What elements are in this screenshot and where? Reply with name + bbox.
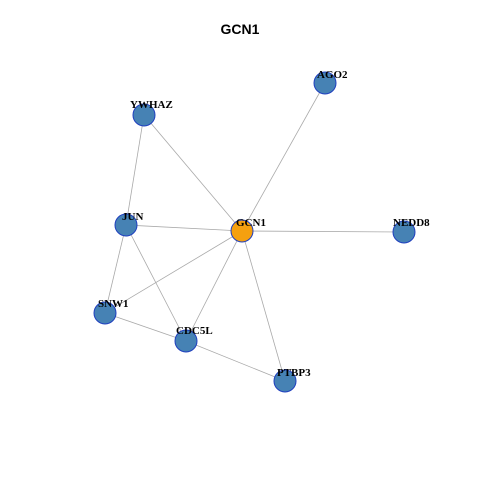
edge-jun-snw1 — [104, 224, 127, 314]
node-label-snw1: SNW1 — [98, 298, 129, 310]
edge-gcn1-ago2 — [241, 82, 326, 232]
edge-gcn1-nedd8 — [241, 230, 405, 233]
node-circle-nedd8 — [392, 220, 416, 244]
graph-title: GCN1 — [220, 21, 260, 37]
edge-gcn1-snw1 — [104, 230, 243, 314]
edge-cdc5l-ptbp3 — [185, 340, 286, 382]
node-label-cdc5l: CDC5L — [176, 325, 213, 337]
node-jun: JUN — [114, 211, 143, 237]
edge-gcn1-cdc5l — [185, 230, 243, 342]
edge-ywhaz-jun — [125, 114, 145, 226]
edge-gcn1-ywhaz — [143, 114, 243, 232]
node-label-gcn1: GCN1 — [236, 217, 266, 229]
node-circle-ago2 — [313, 71, 337, 95]
node-gcn1: GCN1 — [230, 217, 266, 243]
node-label-nedd8: NEDD8 — [393, 217, 430, 229]
edge-snw1-cdc5l — [104, 312, 187, 342]
node-ywhaz: YWHAZ — [130, 99, 173, 127]
node-circle-ptbp3 — [273, 369, 297, 393]
node-circle-snw1 — [93, 301, 117, 325]
node-label-ptbp3: PTBP3 — [277, 367, 311, 379]
edge-gcn1-jun — [125, 224, 243, 232]
edge-jun-cdc5l — [125, 224, 187, 342]
node-circle-cdc5l — [174, 329, 198, 353]
edge-gcn1-ptbp3 — [241, 230, 286, 382]
node-circle-gcn1 — [230, 219, 254, 243]
node-nedd8: NEDD8 — [392, 217, 430, 244]
node-circle-ywhaz — [132, 103, 156, 127]
node-label-ywhaz: YWHAZ — [130, 99, 173, 111]
node-cdc5l: CDC5L — [174, 325, 213, 353]
node-snw1: SNW1 — [93, 298, 129, 325]
node-ago2: AGO2 — [313, 69, 348, 95]
node-label-jun: JUN — [122, 211, 143, 223]
node-label-ago2: AGO2 — [317, 69, 348, 81]
node-ptbp3: PTBP3 — [273, 367, 311, 393]
edges-layer — [104, 82, 405, 382]
node-circle-jun — [114, 213, 138, 237]
